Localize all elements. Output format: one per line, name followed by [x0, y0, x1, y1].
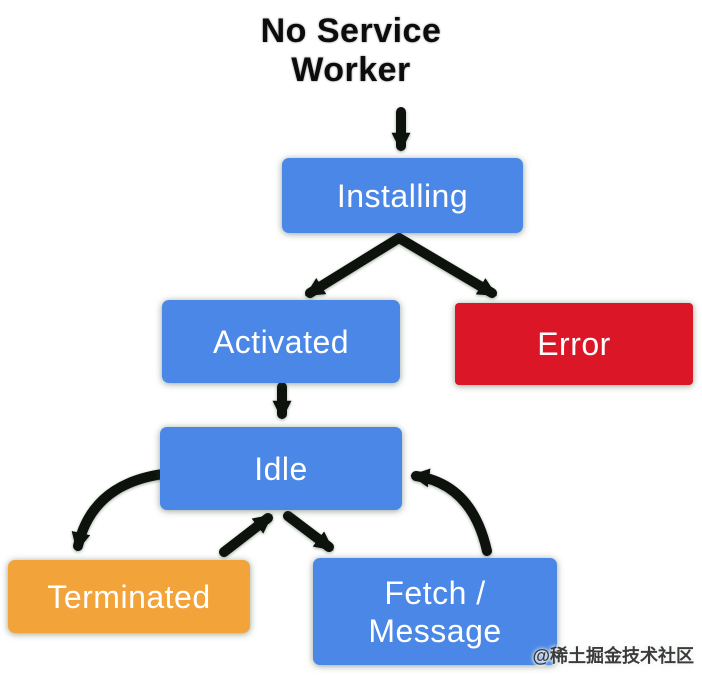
node-fetch-message[interactable]: Fetch / Message — [313, 558, 557, 665]
arrow-fetch-to-idle — [410, 468, 492, 556]
node-installing-label: Installing — [336, 177, 469, 214]
node-error[interactable]: Error — [455, 303, 693, 385]
node-terminated[interactable]: Terminated — [8, 560, 250, 633]
node-activated-label: Activated — [212, 323, 350, 360]
watermark: @稀土掘金技术社区 — [532, 646, 694, 666]
node-idle[interactable]: Idle — [160, 427, 402, 510]
arrow-installing-to-error — [394, 233, 497, 298]
node-fetch-message-label: Fetch / Message — [368, 574, 502, 649]
arrow-installing-to-activated — [305, 233, 404, 298]
node-idle-label: Idle — [254, 450, 308, 487]
node-terminated-label: Terminated — [47, 578, 211, 615]
arrow-terminated-to-idle — [219, 513, 273, 557]
arrow-idle-to-terminated — [71, 469, 168, 552]
node-installing[interactable]: Installing — [282, 158, 523, 233]
node-error-label: Error — [537, 326, 611, 362]
arrow-idle-to-fetch — [283, 511, 334, 552]
node-activated[interactable]: Activated — [162, 300, 400, 383]
diagram-title: No Service Worker — [260, 12, 442, 89]
